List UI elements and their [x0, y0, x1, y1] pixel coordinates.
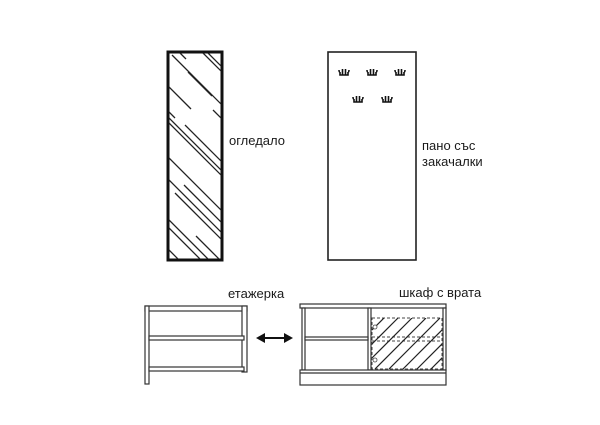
- door-hinge-icon: [372, 324, 378, 330]
- coat-hook-icon: [338, 69, 350, 76]
- shelf-unit: [144, 305, 248, 385]
- coat-hook-icon: [381, 96, 393, 103]
- door-hinge-icon: [372, 357, 378, 363]
- coat-hook-icon: [352, 96, 364, 103]
- coat-hook-icons: [338, 69, 406, 103]
- hook-panel-label-line2: закачалки: [422, 154, 483, 169]
- interchangeable-arrow-icon: [256, 333, 293, 343]
- mirror-label: огледало: [229, 133, 285, 148]
- hook-panel: [327, 51, 417, 261]
- coat-hook-icon: [394, 69, 406, 76]
- hook-panel-label-line1: пано със: [422, 138, 476, 153]
- cabinet-door: [371, 317, 443, 370]
- cabinet: [299, 303, 447, 386]
- cabinet-label: шкаф с врата: [399, 285, 482, 300]
- shelf-unit-label: етажерка: [228, 286, 285, 301]
- coat-hook-icon: [366, 69, 378, 76]
- mirror-reflection-lines: [169, 53, 221, 259]
- mirror: [166, 50, 224, 262]
